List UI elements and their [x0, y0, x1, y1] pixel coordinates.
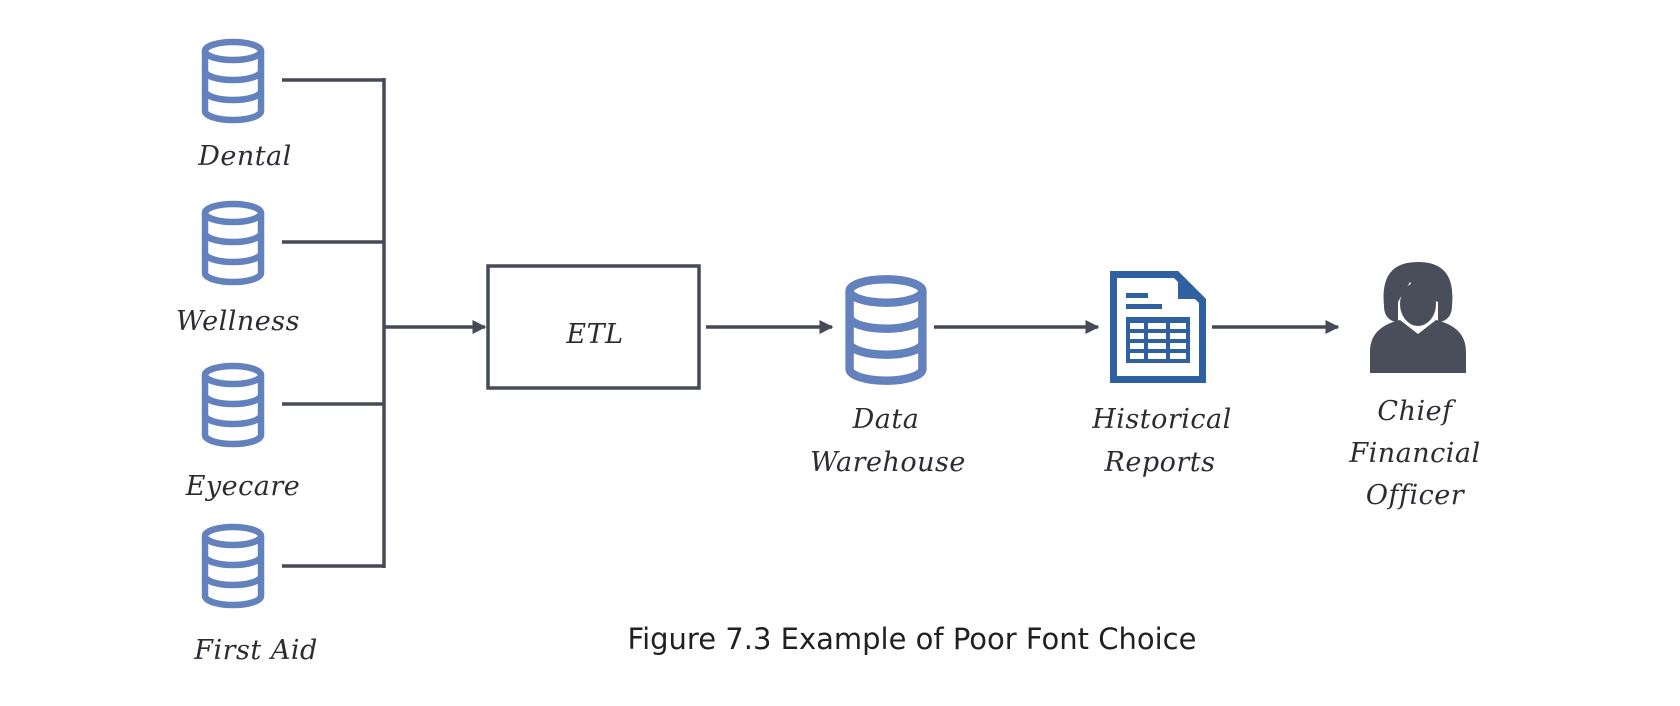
- warehouse-label-line1: Data: [852, 404, 920, 435]
- person-icon: [1370, 262, 1466, 373]
- reports-label-line1: Historical: [1091, 404, 1232, 435]
- officer-label-line1: Chief: [1377, 396, 1456, 427]
- source-label: Dental: [197, 141, 292, 172]
- etl-box: [486, 264, 701, 390]
- chief-financial-officer: Chief Financial Officer: [1348, 262, 1480, 511]
- source-wellness: Wellness: [176, 204, 300, 337]
- data-warehouse: Data Warehouse: [810, 279, 966, 478]
- source-label: Wellness: [176, 306, 300, 337]
- spreadsheet-document-icon: [1110, 271, 1206, 383]
- etl-process: ETL: [486, 264, 701, 390]
- officer-label-line2: Financial: [1348, 438, 1480, 469]
- database-icon: [205, 527, 261, 605]
- database-icon: [205, 42, 261, 120]
- figure-caption: Figure 7.3 Example of Poor Font Choice: [628, 622, 1197, 656]
- historical-reports: Historical Reports: [1091, 271, 1232, 478]
- officer-label-line3: Officer: [1366, 480, 1466, 511]
- source-first-aid: First Aid: [193, 527, 317, 666]
- database-icon: [205, 204, 261, 282]
- warehouse-label-line2: Warehouse: [810, 447, 966, 478]
- etl-label: ETL: [565, 319, 623, 350]
- source-label: First Aid: [193, 635, 317, 666]
- database-icon: [850, 279, 923, 380]
- database-icon: [205, 366, 261, 444]
- source-eyecare: Eyecare: [185, 366, 301, 502]
- source-label: Eyecare: [185, 471, 301, 502]
- source-dental: Dental: [197, 42, 292, 172]
- reports-label-line2: Reports: [1104, 447, 1216, 478]
